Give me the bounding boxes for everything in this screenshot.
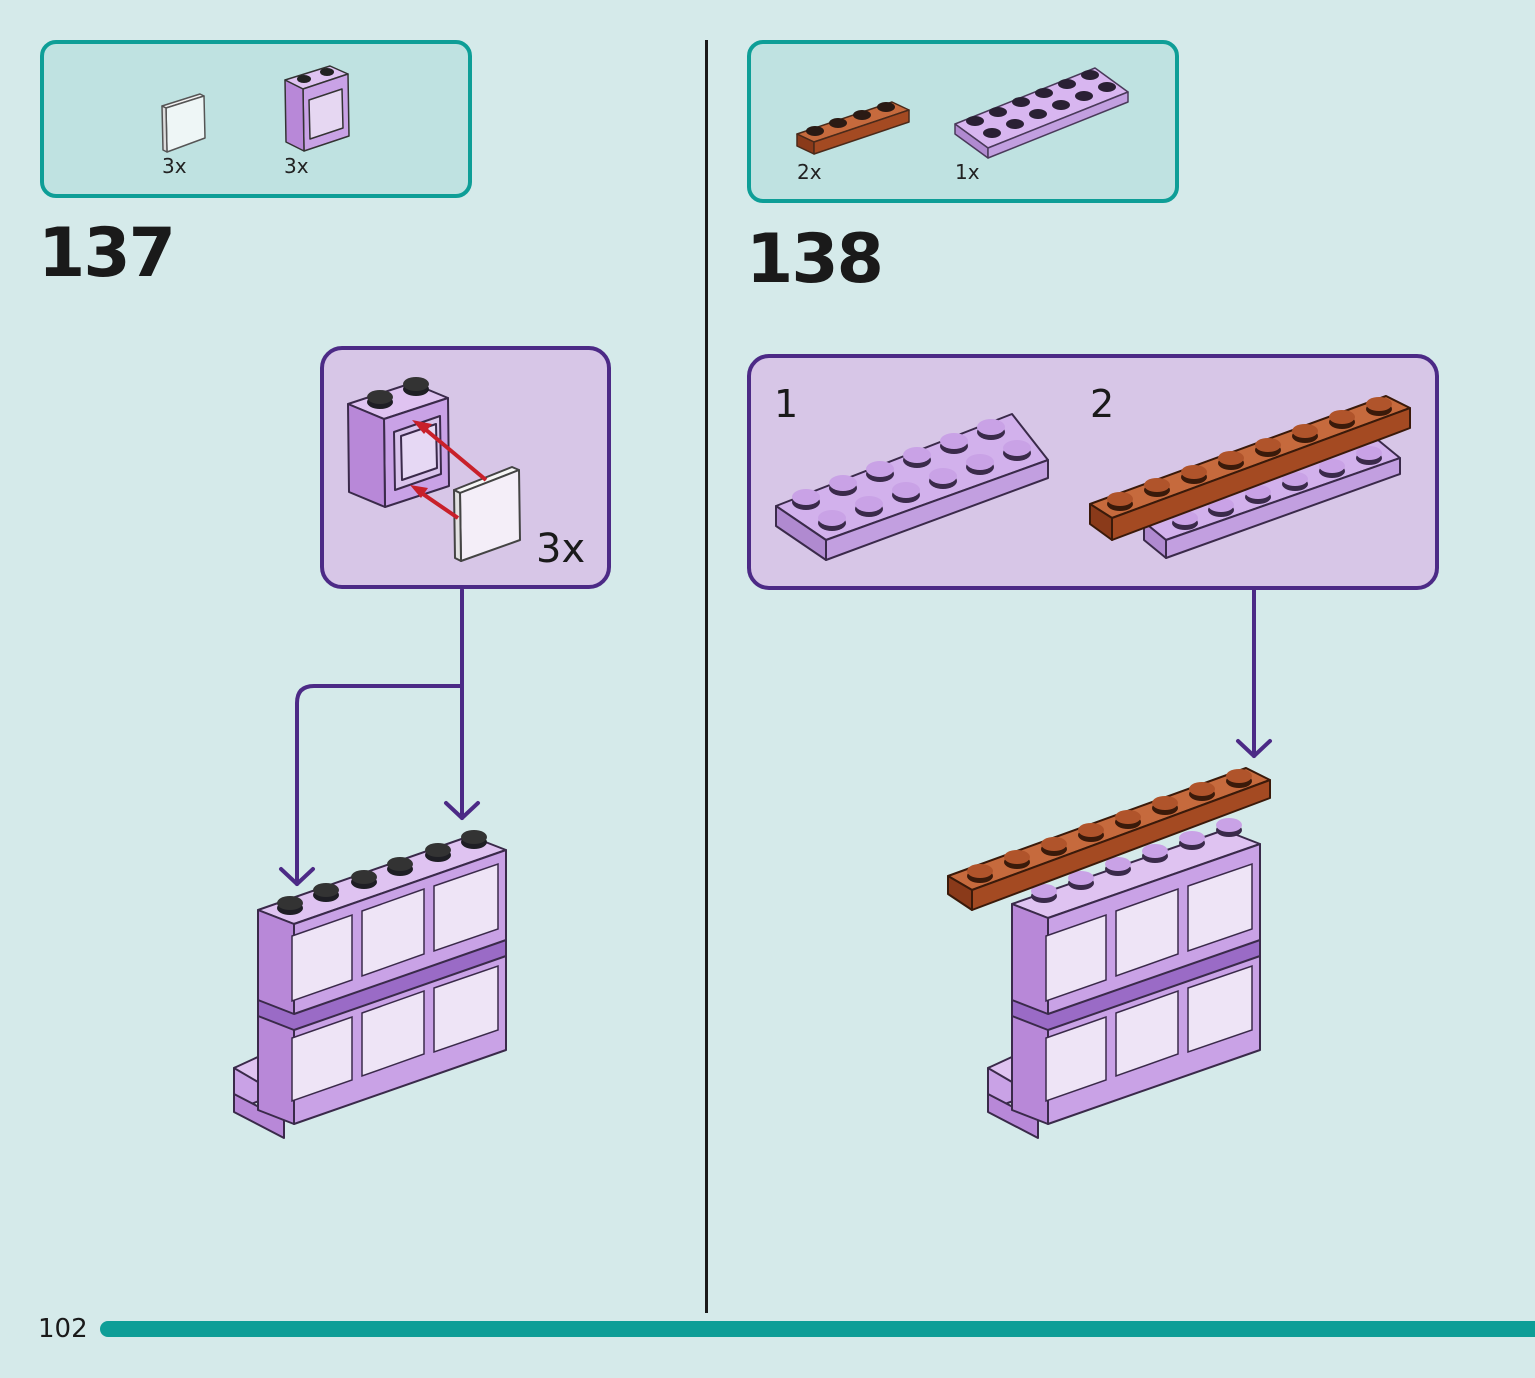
part-qty-frame: 3x xyxy=(284,154,309,178)
parts-box-137 xyxy=(40,40,472,198)
part-qty-glass: 3x xyxy=(162,154,187,178)
page-progress-bar xyxy=(100,1321,1535,1337)
page-number: 102 xyxy=(38,1314,88,1344)
sub-step-2: 2 xyxy=(1090,382,1115,426)
step-number-137: 137 xyxy=(38,214,176,293)
step-number-138: 138 xyxy=(746,220,884,299)
page-progress-fill xyxy=(100,1321,1535,1337)
page-divider xyxy=(705,40,708,1313)
callout-multiplier-137: 3x xyxy=(536,526,586,572)
part-qty-brown-plate: 2x xyxy=(797,160,822,184)
part-qty-lavender-plate: 1x xyxy=(955,160,980,184)
sub-step-1: 1 xyxy=(774,382,799,426)
